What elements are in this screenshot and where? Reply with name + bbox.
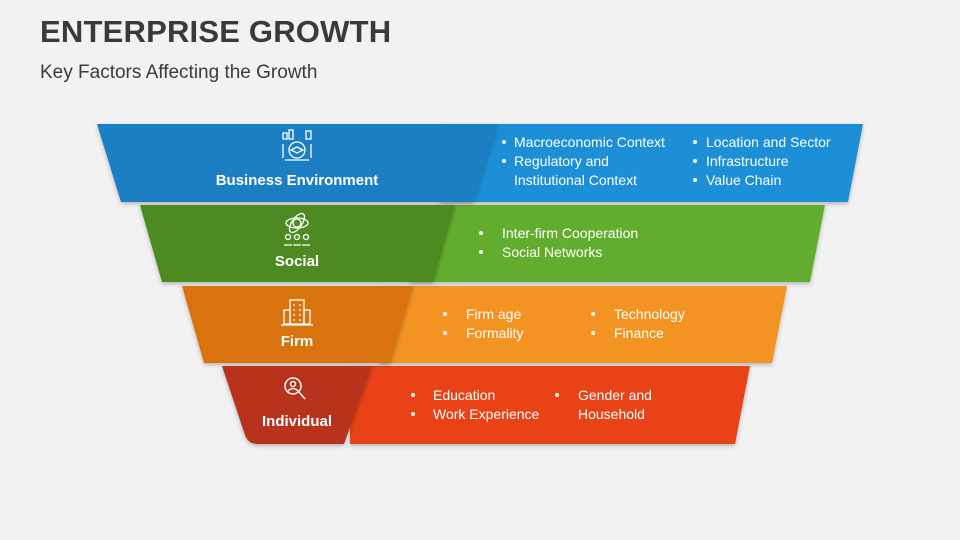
page-title: ENTERPRISE GROWTH [40,14,392,49]
building-icon [281,299,313,326]
point-text: Macroeconomic Context [514,134,665,150]
funnel-segment-individual [222,366,372,444]
bar-social [410,205,825,282]
funnel-segment-social [140,205,455,282]
point-text: Technology [614,306,685,322]
level-label-firm: Firm [281,333,314,350]
bullet [411,393,415,397]
bullet [591,312,595,316]
bullet [693,140,697,144]
business-environment-icon [282,129,312,161]
point-text: Firm age [466,306,521,322]
point-text: Social Networks [502,244,602,260]
level-label-individual: Individual [262,413,332,430]
bar-firm [380,286,787,363]
point-text: Finance [614,325,664,341]
bullet [591,331,595,335]
bullet [479,231,483,235]
bar-business-environment [440,124,863,202]
bullet [693,159,697,163]
point-text: Regulatory and [514,153,609,169]
point-text: Gender and [578,387,652,403]
bar-individual [350,366,750,444]
page-subtitle: Key Factors Affecting the Growth [40,62,318,83]
bullet [555,393,559,397]
point-text: Formality [466,325,524,341]
point-text: Household [578,406,645,422]
bullet [693,178,697,182]
bullet [443,331,447,335]
person-search-icon [284,377,306,400]
level-label-business-environment: Business Environment [216,172,379,189]
bullet [411,412,415,416]
point-text: Education [433,387,495,403]
funnel-segment-business-environment [97,124,497,202]
bullet [502,159,506,163]
bullet [502,140,506,144]
bullet [479,250,483,254]
point-text: Location and Sector [706,134,831,150]
level-label-social: Social [275,253,319,270]
social-network-icon [284,212,310,246]
point-text: Inter-firm Cooperation [502,225,638,241]
point-text: Value Chain [706,172,781,188]
point-text: Work Experience [433,406,540,422]
point-text: Institutional Context [514,172,637,188]
point-text: Infrastructure [706,153,789,169]
bullet [443,312,447,316]
